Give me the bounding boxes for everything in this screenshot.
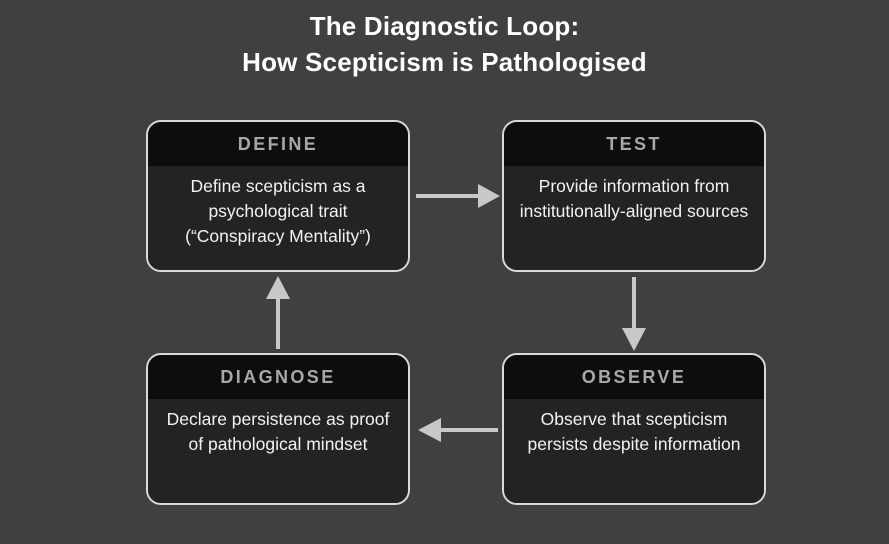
- node-diagnose-body: Declare persistence as proof of patholog…: [148, 399, 408, 503]
- node-test-header: TEST: [504, 122, 764, 166]
- node-define-header: DEFINE: [148, 122, 408, 166]
- node-define[interactable]: DEFINE Define scepticism as a psychologi…: [146, 120, 410, 272]
- node-test[interactable]: TEST Provide information from institutio…: [502, 120, 766, 272]
- node-define-body-text: Define scepticism as a psychological tra…: [185, 176, 371, 246]
- title-line-2: How Scepticism is Pathologised: [242, 47, 647, 77]
- node-diagnose-header: DIAGNOSE: [148, 355, 408, 399]
- arrow-test-to-observe: [622, 277, 646, 351]
- node-observe-body-text: Observe that scepticism persists despite…: [527, 409, 741, 454]
- node-observe[interactable]: OBSERVE Observe that scepticism persists…: [502, 353, 766, 505]
- node-diagnose-body-text: Declare persistence as proof of patholog…: [166, 409, 390, 454]
- page-title: The Diagnostic Loop: How Scepticism is P…: [0, 8, 889, 80]
- node-test-body-text: Provide information from institutionally…: [519, 176, 749, 221]
- arrow-observe-to-diagnose: [418, 418, 498, 442]
- node-observe-body: Observe that scepticism persists despite…: [504, 399, 764, 503]
- node-observe-header: OBSERVE: [504, 355, 764, 399]
- node-diagnose[interactable]: DIAGNOSE Declare persistence as proof of…: [146, 353, 410, 505]
- title-line-1: The Diagnostic Loop:: [309, 11, 580, 41]
- node-test-body: Provide information from institutionally…: [504, 166, 764, 270]
- node-define-body: Define scepticism as a psychological tra…: [148, 166, 408, 270]
- arrow-define-to-test: [416, 184, 500, 208]
- arrow-diagnose-to-define: [266, 276, 290, 349]
